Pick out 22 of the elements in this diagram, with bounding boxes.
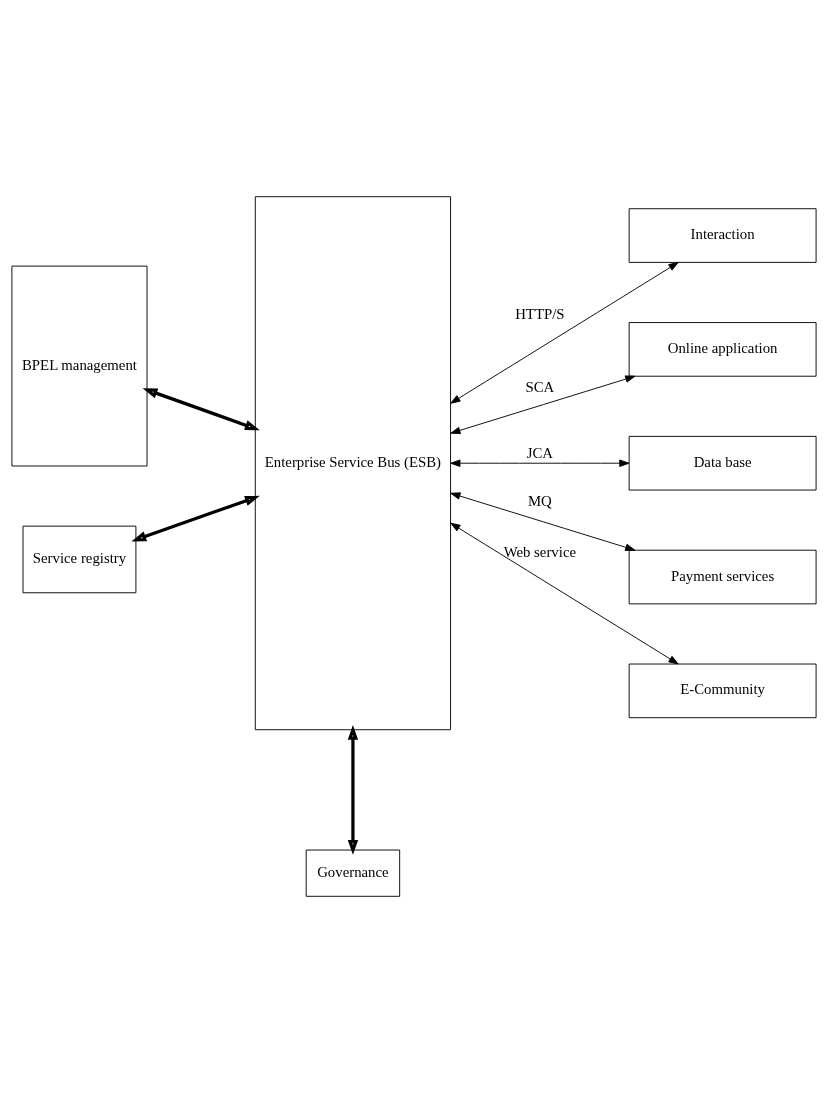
node-box: Enterprise Service Bus (ESB) bbox=[254, 196, 451, 731]
edge-label: MQ bbox=[527, 492, 552, 509]
edge-label: JCA bbox=[526, 445, 554, 462]
edge-label: Web service bbox=[503, 544, 577, 561]
arrow bbox=[450, 522, 679, 665]
node-box: BPEL management bbox=[11, 265, 148, 467]
arrow bbox=[450, 262, 679, 404]
node-box: Interaction bbox=[628, 208, 817, 263]
arrow bbox=[450, 492, 636, 551]
node-box: Service registry bbox=[22, 525, 137, 594]
node-box: Payment services bbox=[628, 549, 817, 605]
edge-label: SCA bbox=[525, 378, 555, 395]
arrow bbox=[142, 388, 260, 431]
node-box: E-Community bbox=[628, 663, 817, 719]
arrow bbox=[450, 459, 630, 467]
node-box: Online application bbox=[628, 322, 817, 377]
node-box: Governance bbox=[305, 849, 401, 897]
arrow bbox=[131, 495, 260, 542]
node-box: Data base bbox=[628, 435, 817, 491]
arrow bbox=[347, 724, 359, 855]
edge-label: HTTP/S bbox=[515, 305, 565, 322]
arrow bbox=[450, 375, 636, 435]
